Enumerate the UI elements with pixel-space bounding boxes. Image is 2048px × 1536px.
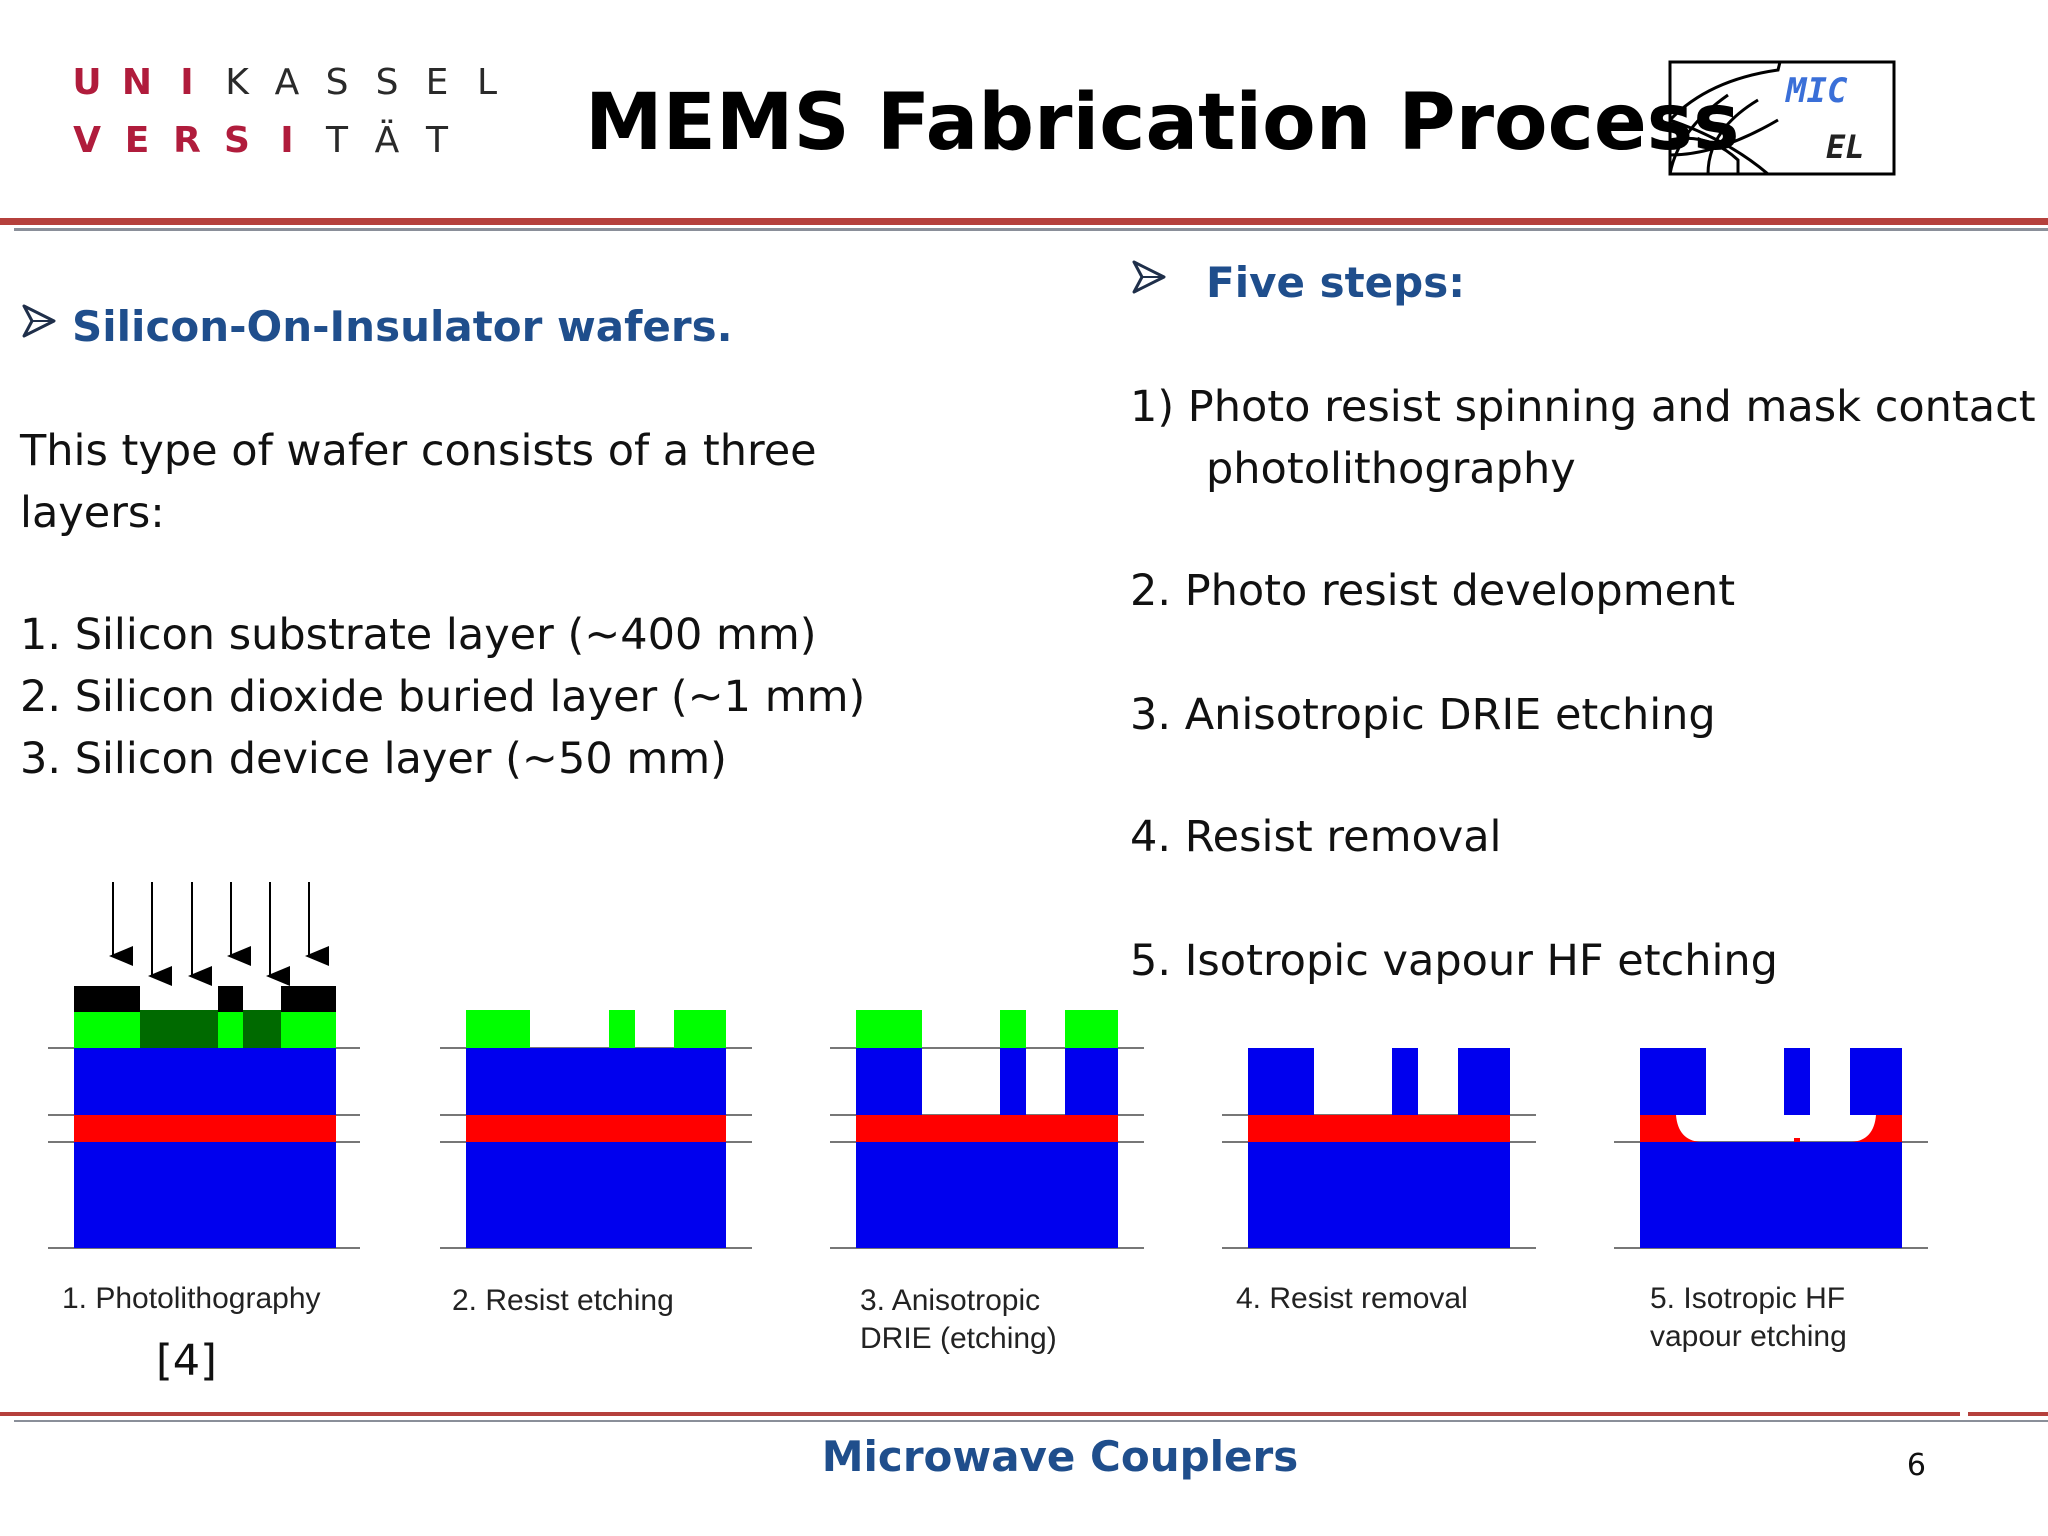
header-divider-red [0,218,2048,225]
diagram-step-3 [830,1010,1144,1249]
step-3: 3. Anisotropic DRIE etching [1130,690,1716,740]
logo-letter: I [180,62,194,103]
logo-letter: L [476,62,498,103]
micel-logo-text-2: EL [1826,128,1865,166]
logo-letter: T [326,120,348,161]
footer-title: Microwave Couplers [821,1432,1299,1481]
uv-light-arrows [109,882,329,986]
logo-letter: N [121,62,153,103]
footer-divider-red-right [1968,1412,2048,1416]
logo-letter: T [426,120,448,161]
diagram-caption-5-line-1: 5. Isotropic HF [1650,1282,1846,1315]
intro-line-2: layers: [20,488,165,538]
step-4: 4. Resist removal [1130,812,1502,862]
footer-divider-red [0,1412,1960,1416]
micel-logo: MIC EL [1668,60,1896,176]
diagram-caption-3-line-1: 3. Anisotropic [860,1284,1041,1317]
footer-divider-grey [14,1420,2048,1422]
layer-item: 1. Silicon substrate layer (~400 mm) [20,610,817,660]
logo-letter: A [274,62,300,103]
diagram-caption-1: 1. Photolithography [62,1282,321,1315]
logo-letter: S [325,62,349,103]
page-number: 6 [1906,1448,1926,1483]
diagram-step-1 [48,882,360,1249]
logo-letter: E [124,120,150,161]
logo-letter: E [425,62,449,103]
diagram-caption-2: 2. Resist etching [452,1284,674,1317]
step-1-line-2: photolithography [1206,444,1576,494]
reference-citation: [4] [156,1336,217,1386]
diagram-step-2 [440,1010,752,1249]
logo-letter: V [73,120,101,161]
logo-letter: K [225,62,249,103]
bullet-arrow-icon [22,304,56,338]
page-title: MEMS Fabrication Process [585,78,1740,168]
layer-item: 3. Silicon device layer (~50 mm) [20,734,727,784]
diagram-caption-5-line-2: vapour etching [1650,1320,1847,1353]
logo-letter: S [375,62,399,103]
bullet-arrow-icon [1132,260,1166,294]
header-divider-grey [14,228,2048,231]
diagram-caption-3-line-2: DRIE (etching) [860,1322,1057,1355]
layer-item: 2. Silicon dioxide buried layer (~1 mm) [20,672,866,722]
logo-letter: I [280,120,294,161]
logo-letter: R [173,120,201,161]
logo-letter: U [72,62,102,103]
logo-letter: Ä [374,120,400,161]
diagram-caption-4: 4. Resist removal [1236,1282,1468,1315]
right-heading: Five steps: [1206,258,1465,307]
step-5: 5. Isotropic vapour HF etching [1130,936,1778,986]
micel-logo-text-1: MIC [1785,71,1848,111]
diagram-step-5 [1614,1048,1928,1249]
diagram-step-4 [1222,1048,1536,1249]
step-1-line-1: 1) Photo resist spinning and mask contac… [1130,382,2036,432]
fabrication-diagram [48,882,1928,1249]
intro-line-1: This type of wafer consists of a three [20,426,817,476]
logo-letter: S [224,120,250,161]
left-heading: Silicon-On-Insulator wafers. [72,302,733,351]
step-2: 2. Photo resist development [1130,566,1736,616]
